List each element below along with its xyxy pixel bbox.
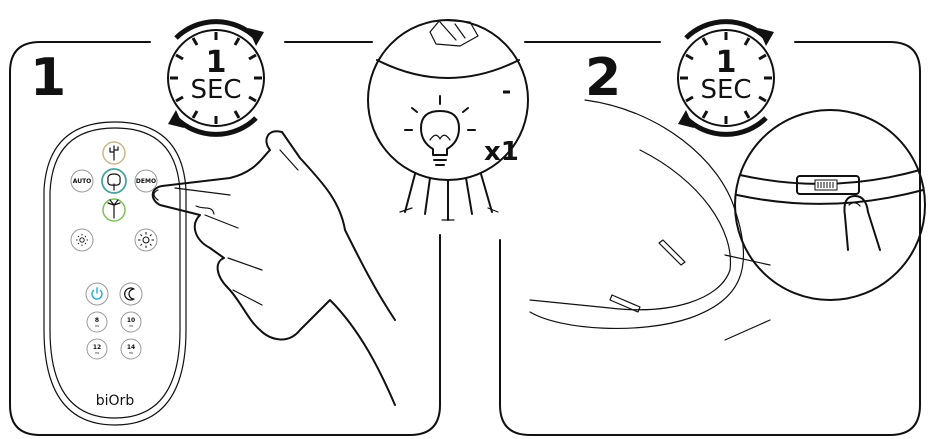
timer-2-unit: SEC — [700, 75, 751, 105]
switch-zoom-callout — [735, 110, 925, 300]
timer-12hr-button[interactable]: 12 HR — [87, 339, 107, 359]
orb-top-light — [430, 20, 478, 46]
timer-8hr-button[interactable]: 8 HR — [87, 312, 107, 332]
bulb-icon — [405, 96, 475, 165]
timer-10hr-button[interactable]: 10 HR — [121, 312, 141, 332]
hr-unit: HR — [129, 324, 133, 328]
timer-2: 1 SEC — [678, 22, 774, 135]
moonlight-button[interactable] — [120, 283, 142, 305]
timer-1-unit: SEC — [190, 75, 241, 105]
auto-button[interactable]: AUTO — [71, 170, 93, 192]
demo-button[interactable]: DEMO — [135, 170, 157, 192]
remote-outline — [44, 122, 186, 425]
cactus-button[interactable] — [103, 142, 125, 164]
power-button[interactable] — [86, 283, 108, 305]
auto-label: AUTO — [73, 178, 92, 185]
hr-unit: HR — [95, 351, 99, 355]
timer-8hr-label: 8 — [95, 317, 99, 324]
aquarium-orb: x1 — [368, 20, 528, 220]
remote-control: AUTO DEMO — [44, 122, 186, 425]
orb-lid-rim — [377, 60, 519, 78]
orb-stand — [405, 174, 492, 220]
base-foot-1 — [659, 240, 685, 265]
timer-1: 1 SEC — [168, 22, 264, 135]
step-1-number: 1 — [30, 48, 66, 108]
base-inner-edge — [530, 150, 730, 310]
palm-button[interactable] — [103, 199, 125, 221]
light-down-button[interactable] — [71, 229, 93, 251]
timer-14hr-button[interactable]: 14 HR — [121, 339, 141, 359]
demo-label: DEMO — [136, 178, 156, 185]
timer-12hr-label: 12 — [93, 344, 101, 351]
timer-14hr-label: 14 — [127, 344, 135, 351]
zoom-lines — [725, 255, 770, 340]
timer-10hr-label: 10 — [127, 317, 135, 324]
hr-unit: HR — [129, 351, 133, 355]
brand-logo: biOrb — [96, 393, 135, 409]
light-multiplier: x1 — [484, 137, 519, 167]
light-up-button[interactable] — [135, 229, 157, 251]
tree-button[interactable] — [102, 169, 126, 193]
step-2-number: 2 — [585, 48, 621, 108]
hand-illustration — [153, 131, 395, 405]
hr-unit: HR — [95, 324, 99, 328]
zoom-circle — [735, 110, 925, 300]
